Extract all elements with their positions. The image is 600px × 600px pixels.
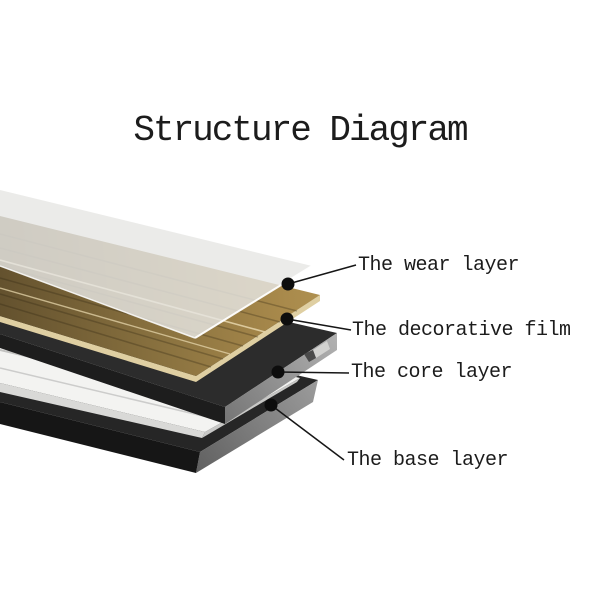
base-front-face — [0, 402, 200, 473]
wood-grain-streak — [0, 293, 224, 360]
leader-line-decorative-film — [286, 318, 352, 331]
leader-dot-core-layer — [271, 365, 285, 379]
core-lock-notch-shadow — [304, 350, 316, 362]
underlay-front-face — [0, 383, 205, 438]
label-wear-layer: The wear layer — [358, 254, 520, 277]
leader-line-wear-layer — [287, 264, 357, 285]
core-front-face — [0, 334, 225, 424]
label-decorative-film: The decorative film — [352, 319, 571, 342]
label-core-layer: The core layer — [351, 361, 513, 384]
wood-grain-streak — [0, 277, 244, 347]
leader-dot-decorative-film — [280, 312, 294, 326]
annotations — [264, 264, 357, 461]
leader-dot-wear-layer — [281, 277, 295, 291]
leader-line-base-layer — [270, 404, 345, 461]
decorative-film-edge — [0, 295, 320, 382]
wood-grain-streak — [0, 303, 212, 368]
underlay-sheet-line — [0, 367, 225, 422]
leader-line-core-layer — [277, 371, 350, 374]
label-base-layer: The base layer — [347, 449, 509, 472]
base-end-face — [196, 380, 318, 473]
wear-sheet-front-highlight — [0, 265, 196, 339]
wear-sheet-surface — [0, 190, 312, 338]
core-lock-notch-highlight — [313, 341, 330, 358]
wear-sheet-end-highlight — [194, 265, 313, 339]
leader-dot-base-layer — [264, 398, 278, 412]
diagram-title: Structure Diagram — [133, 110, 468, 151]
plank-seam-line — [0, 287, 231, 355]
wear-layer-sheet — [0, 190, 313, 339]
